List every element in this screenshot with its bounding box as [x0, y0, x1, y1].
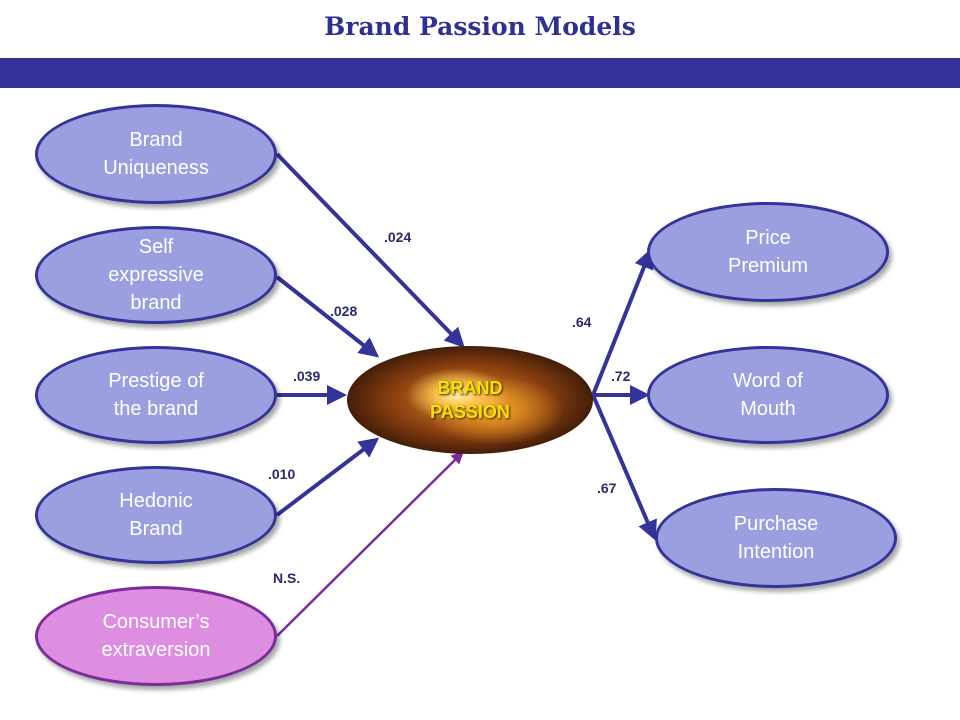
arrow-purchase-intention — [591, 394, 657, 541]
coef-extraversion: N.S. — [273, 570, 301, 586]
arrow-self-expressive — [275, 275, 380, 358]
node-brand-passion: BRAND PASSION — [347, 346, 593, 454]
header-bar — [0, 58, 960, 88]
arrow-hedonic — [275, 437, 380, 517]
node-hedonic-brand: Hedonic Brand — [35, 466, 277, 564]
node-price-premium: Price Premium — [647, 202, 889, 302]
arrow-price-premium — [591, 248, 654, 396]
node-brand-uniqueness: Brand Uniqueness — [35, 104, 277, 204]
coef-price-premium: .64 — [572, 314, 592, 330]
node-word-of-mouth: Word of Mouth — [647, 346, 889, 444]
coef-self-expressive: .028 — [330, 303, 358, 319]
coef-uniqueness: .024 — [384, 229, 412, 245]
node-purchase-intention: Purchase Intention — [655, 488, 897, 588]
node-consumer-extraversion: Consumer’s extraversion — [35, 586, 277, 686]
arrow-extraversion — [276, 451, 464, 637]
coef-purchase-intention: .67 — [597, 480, 617, 496]
coef-prestige: .039 — [293, 368, 321, 384]
page-title: Brand Passion Models — [324, 12, 636, 41]
coef-word-of-mouth: .72 — [611, 368, 631, 384]
node-self-expressive-brand: Self expressive brand — [35, 226, 277, 324]
node-prestige-of-brand: Prestige of the brand — [35, 346, 277, 444]
coef-hedonic: .010 — [268, 466, 296, 482]
arrow-uniqueness — [275, 152, 465, 348]
